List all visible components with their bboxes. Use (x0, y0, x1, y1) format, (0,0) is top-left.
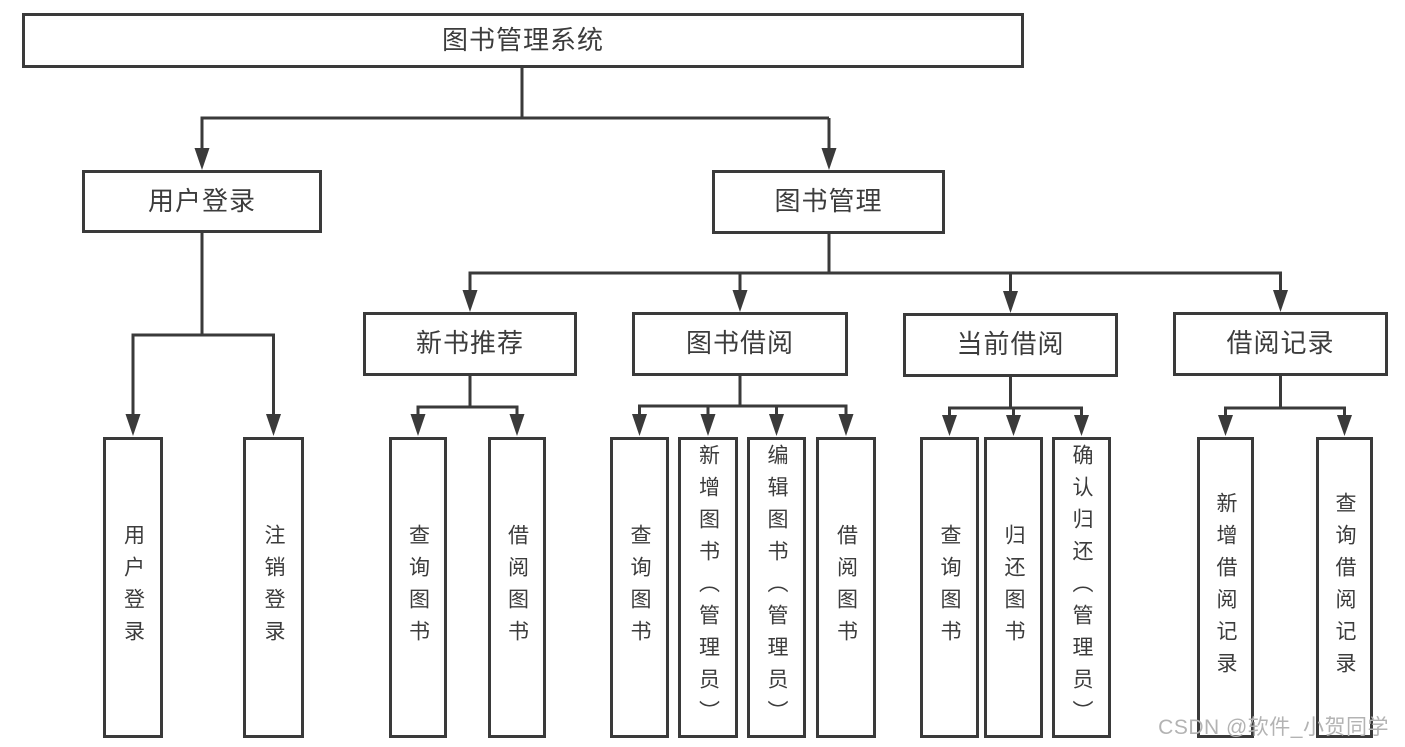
node-current-borrow: 当前借阅 (903, 313, 1118, 377)
node-book-management: 图书管理 (712, 170, 945, 234)
leaf-edit-books-admin-label: 编辑图书（管理员） (765, 443, 788, 732)
leaf-borrow-books-recommend-label: 借阅图书 (505, 523, 529, 652)
leaf-confirm-return-admin: 确认归还（管理员） (1052, 437, 1111, 738)
csdn-watermark: CSDN @软件_小贺同学 (1158, 716, 1389, 739)
leaf-return-books-label: 归还图书 (1002, 523, 1025, 652)
leaf-query-books-recommend: 查询图书 (389, 437, 447, 738)
node-borrow-records-label: 借阅记录 (1226, 328, 1335, 359)
edge-current-borrow-to-leaves (942, 377, 1089, 436)
leaf-edit-books-admin: 编辑图书（管理员） (747, 437, 806, 738)
leaf-query-books-borrow-label: 查询图书 (628, 523, 651, 652)
node-new-book-recommend-label: 新书推荐 (415, 328, 524, 359)
node-book-borrow-label: 图书借阅 (685, 328, 794, 359)
leaf-borrow-books-recommend: 借阅图书 (488, 437, 546, 738)
leaf-add-books-admin: 新增图书（管理员） (678, 437, 738, 738)
edge-new-book-recommend-to-leaves (410, 376, 525, 436)
leaf-add-borrow-record-label: 新增借阅记录 (1214, 491, 1237, 684)
edge-borrow-records-to-leaves (1218, 376, 1352, 436)
edge-user-login-to-leaves (125, 233, 281, 436)
leaf-add-books-admin-label: 新增图书（管理员） (696, 443, 720, 732)
leaf-query-books-borrow: 查询图书 (610, 437, 669, 738)
node-user-login-label: 用户登录 (147, 185, 256, 216)
node-borrow-records: 借阅记录 (1173, 312, 1388, 376)
leaf-logout: 注销登录 (243, 437, 304, 738)
leaf-confirm-return-admin-label: 确认归还（管理员） (1070, 443, 1093, 732)
leaf-query-books-current: 查询图书 (920, 437, 979, 738)
edge-book-borrow-to-leaves (632, 376, 854, 436)
leaf-query-borrow-record-label: 查询借阅记录 (1333, 491, 1356, 684)
leaf-borrow-books-label: 借阅图书 (834, 523, 858, 652)
node-user-login: 用户登录 (82, 170, 322, 233)
leaf-user-login-label: 用户登录 (121, 523, 145, 652)
node-book-management-label: 图书管理 (774, 186, 883, 217)
node-book-borrow: 图书借阅 (632, 312, 848, 376)
leaf-query-books-recommend-label: 查询图书 (406, 523, 430, 652)
node-root: 图书管理系统 (22, 13, 1024, 68)
leaf-logout-label: 注销登录 (262, 523, 285, 652)
leaf-borrow-books: 借阅图书 (816, 437, 876, 738)
edge-book-management-to-level3 (462, 234, 1288, 313)
node-new-book-recommend: 新书推荐 (363, 312, 577, 376)
leaf-return-books: 归还图书 (984, 437, 1043, 738)
node-root-label: 图书管理系统 (441, 24, 604, 55)
leaf-user-login: 用户登录 (103, 437, 163, 738)
edge-root-to-level2 (194, 68, 837, 170)
leaf-query-borrow-record: 查询借阅记录 (1316, 437, 1373, 738)
leaf-query-books-current-label: 查询图书 (938, 523, 961, 652)
leaf-add-borrow-record: 新增借阅记录 (1197, 437, 1254, 738)
node-current-borrow-label: 当前借阅 (956, 329, 1065, 360)
